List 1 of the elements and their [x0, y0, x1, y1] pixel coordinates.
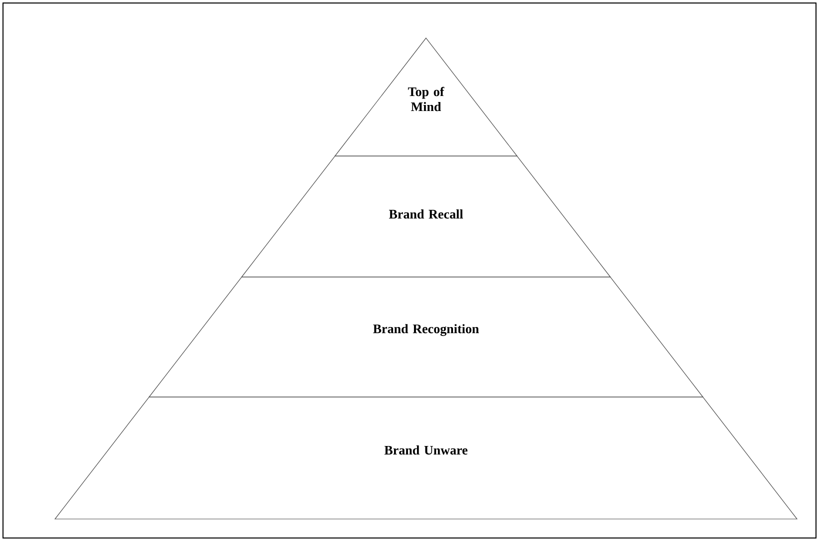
- pyramid-tier: Brand Recall: [241, 156, 611, 278]
